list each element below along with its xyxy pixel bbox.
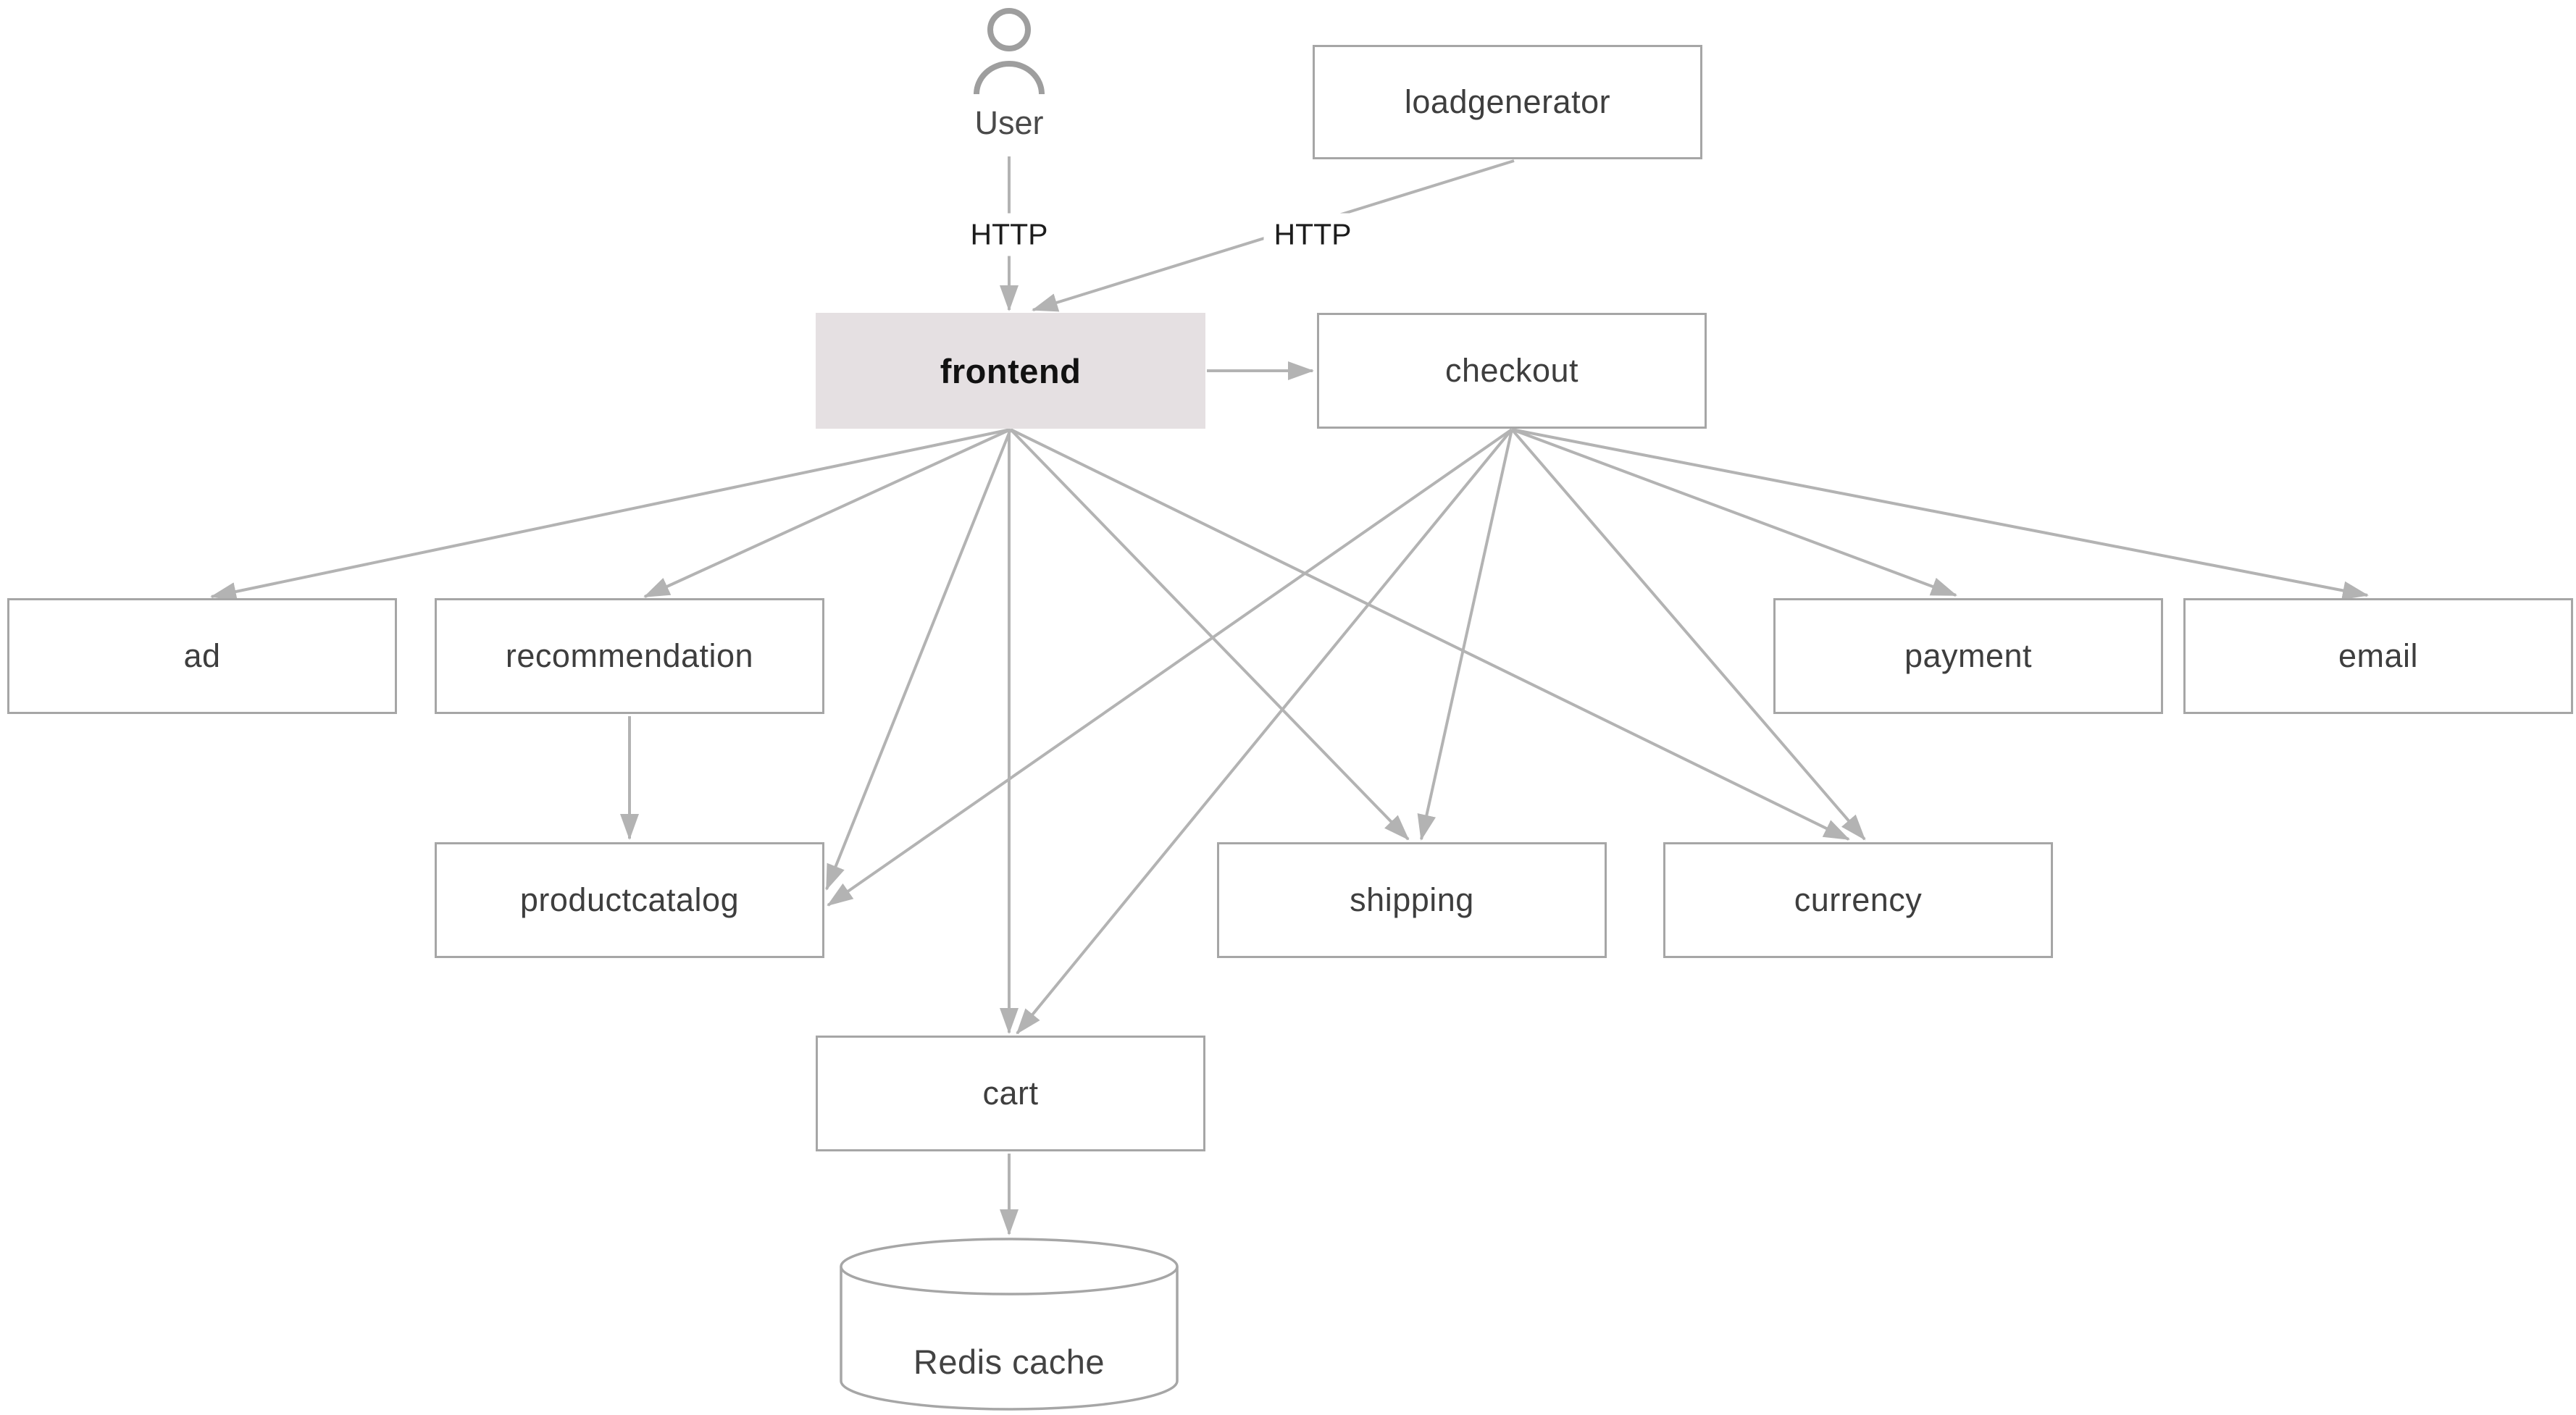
node-label-checkout: checkout [1444, 352, 1579, 389]
edge-checkout-payment [1511, 428, 1957, 597]
node-redis: Redis cache [838, 1237, 1180, 1412]
node-label-payment: payment [1904, 637, 2033, 674]
edge-frontend-recommendation [643, 428, 1011, 598]
node-shipping: shipping [1217, 842, 1607, 958]
node-label-cart: cart [982, 1075, 1039, 1112]
node-label-email: email [2338, 637, 2419, 674]
edge-checkout-productcatalog [827, 428, 1513, 907]
node-label-shipping: shipping [1350, 881, 1474, 918]
node-currency: currency [1663, 842, 2053, 958]
node-recommendation: recommendation [435, 598, 824, 714]
edge-checkout-email [1511, 428, 2369, 600]
edge-checkout-cart [1016, 428, 1513, 1035]
node-label-currency: currency [1794, 881, 1923, 918]
node-label-productcatalog: productcatalog [519, 881, 740, 918]
edge-checkout-currency [1510, 428, 1866, 841]
node-user: User [944, 6, 1074, 151]
node-frontend: frontend [816, 313, 1205, 429]
node-cart: cart [816, 1036, 1205, 1151]
node-label-loadgenerator: loadgenerator [1404, 83, 1611, 120]
edge-frontend-productcatalog [825, 429, 1012, 891]
edge-label-http-loadgenerator: HTTP [1263, 213, 1362, 256]
database-cylinder-icon [840, 1238, 1179, 1411]
node-ad: ad [7, 598, 397, 714]
node-email: email [2183, 598, 2573, 714]
node-label-redis: Redis cache [913, 1343, 1105, 1381]
edge-group [210, 156, 2369, 1235]
edge-frontend-shipping [1009, 428, 1410, 841]
node-payment: payment [1773, 598, 2163, 714]
node-label-user: User [974, 104, 1044, 141]
node-label-ad: ad [183, 637, 221, 674]
node-checkout: checkout [1317, 313, 1707, 429]
node-label-frontend: frontend [940, 351, 1082, 390]
user-icon [974, 8, 1045, 95]
edge-frontend-ad [210, 428, 1011, 601]
edge-frontend-currency [1010, 428, 1850, 841]
edge-label-http-user: HTTP [960, 213, 1058, 256]
node-loadgenerator: loadgenerator [1313, 45, 1702, 159]
node-productcatalog: productcatalog [435, 842, 824, 958]
node-label-recommendation: recommendation [505, 637, 754, 674]
edge-checkout-shipping [1417, 429, 1513, 841]
